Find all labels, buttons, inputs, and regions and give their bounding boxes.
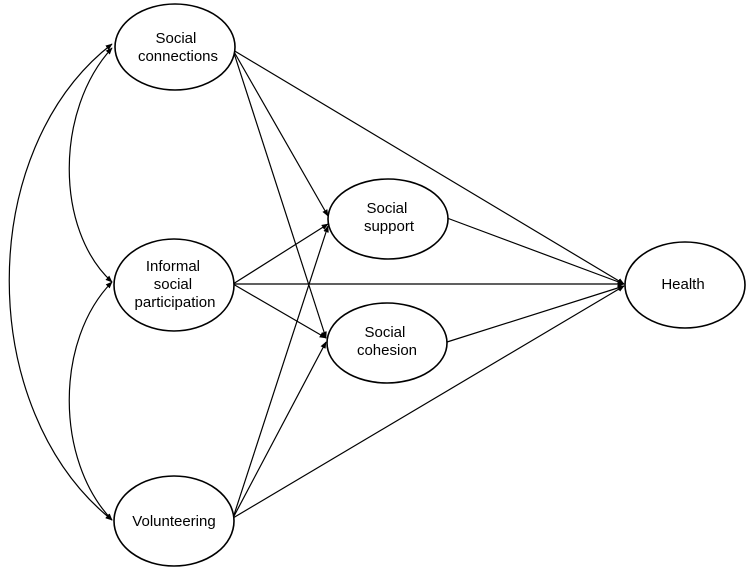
svg-text:Volunteering: Volunteering [132, 513, 215, 530]
node-social-support-label-2: support [364, 218, 415, 235]
node-informal-label-2: social [154, 276, 192, 293]
svg-text:Social cohesion: Social cohesion [357, 324, 417, 359]
node-social-cohesion-label-1: Social [364, 324, 405, 341]
edge-connections-to-support [232, 49, 329, 217]
correlation-curves [8, 43, 113, 521]
node-health-label: Health [661, 276, 704, 293]
edge-volunteering-to-support [232, 225, 329, 519]
edge-connections-to-health [232, 49, 625, 285]
svg-text:Social support: Social support [364, 200, 415, 235]
diagram-nodes: Social connections Informal social parti… [113, 3, 746, 567]
node-social-support: Social support [327, 178, 449, 260]
node-social-connections: Social connections [114, 3, 236, 91]
edge-volunteering-to-cohesion [232, 341, 327, 519]
node-volunteering: Volunteering [113, 475, 235, 567]
path-edges [232, 49, 625, 519]
node-social-connections-label-2: connections [138, 48, 218, 65]
edge-volunteering-to-health [232, 285, 625, 519]
node-informal-label-3: participation [135, 294, 216, 311]
edge-participation-to-cohesion [232, 283, 327, 339]
svg-text:Informal social: Informal social participation [135, 258, 216, 311]
node-social-connections-label-1: Social [155, 30, 196, 47]
node-social-cohesion-label-2: cohesion [357, 342, 417, 359]
edge-participation-to-support [232, 223, 329, 285]
node-volunteering-label: Volunteering [132, 513, 215, 530]
edge-support-to-health [446, 217, 625, 285]
node-social-support-label-1: Social [366, 200, 407, 217]
node-informal-social-participation: Informal social participation [113, 238, 235, 332]
node-social-cohesion: Social cohesion [326, 302, 448, 384]
svg-text:Health: Health [661, 276, 704, 293]
node-informal-label-1: Informal [146, 258, 200, 275]
correlation-participation-volunteering [68, 281, 113, 521]
node-health: Health [624, 241, 746, 329]
correlation-connections-volunteering [8, 43, 113, 521]
correlation-connections-participation [68, 47, 113, 283]
svg-text:Social connections: Social connections [138, 30, 218, 65]
edge-cohesion-to-health [446, 285, 625, 343]
edge-connections-to-cohesion [232, 49, 327, 339]
